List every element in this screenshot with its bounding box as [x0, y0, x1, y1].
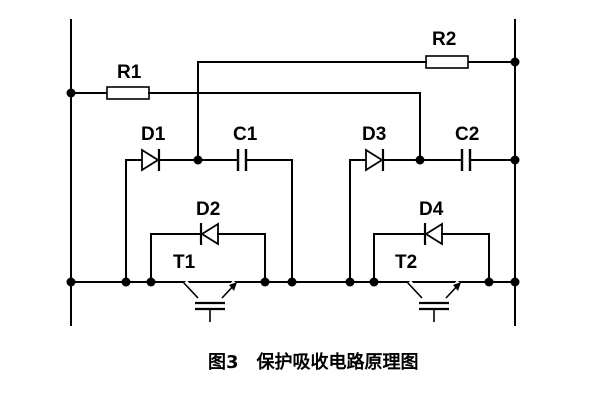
- label-t2: T2: [395, 252, 417, 273]
- right-d4-loop: [373, 222, 490, 283]
- r1-branch: [70, 86, 421, 161]
- diode-d4: [423, 222, 443, 246]
- diode-d1: [141, 148, 161, 172]
- label-d3: D3: [362, 124, 386, 145]
- label-r2: R2: [432, 29, 456, 50]
- figure-caption: 图3 保护吸收电路原理图: [208, 351, 419, 373]
- capacitor-c1: [236, 149, 248, 171]
- diode-d2: [199, 222, 219, 246]
- transistor-t2: [406, 280, 462, 322]
- r2-branch: [197, 55, 516, 161]
- transistor-t1: [182, 280, 238, 322]
- junction-dots: [66, 57, 520, 287]
- left-d2-loop: [150, 222, 266, 283]
- label-d2: D2: [196, 199, 220, 220]
- resistor-r2: [425, 55, 469, 69]
- capacitor-c2: [460, 149, 472, 171]
- left-snubber-row: [125, 148, 293, 283]
- label-t1: T1: [173, 252, 196, 273]
- label-c1: C1: [233, 124, 258, 145]
- label-d1: D1: [141, 124, 166, 145]
- label-c2: C2: [455, 124, 479, 145]
- resistor-r1: [106, 86, 150, 100]
- label-r1: R1: [117, 62, 142, 83]
- diode-d3: [365, 148, 385, 172]
- label-d4: D4: [419, 199, 444, 220]
